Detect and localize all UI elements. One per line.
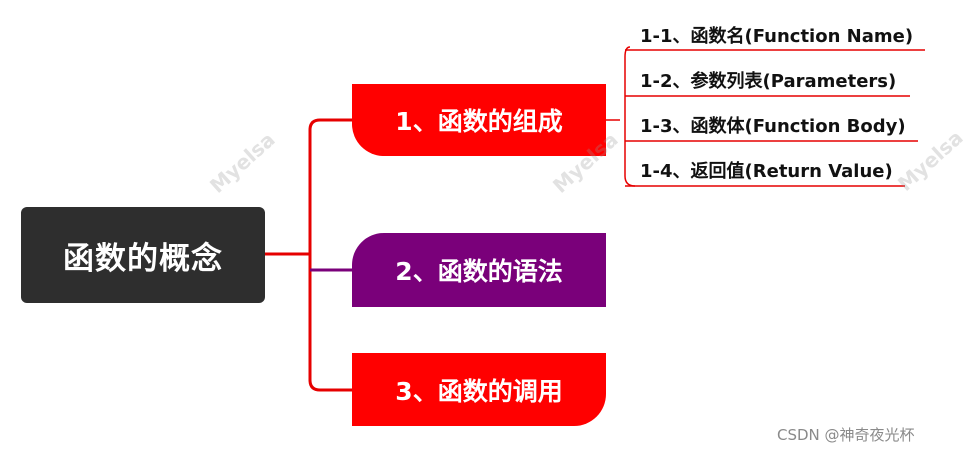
leaf-function-body[interactable]: 1-3、函数体(Function Body) — [640, 110, 906, 140]
leaf-function-name[interactable]: 1-1、函数名(Function Name) — [640, 20, 913, 50]
leaf-return-value[interactable]: 1-4、返回值(Return Value) — [640, 155, 893, 185]
branch-node-call[interactable]: 3、函数的调用 — [352, 353, 606, 426]
leaf-label: 1-4、返回值(Return Value) — [640, 161, 893, 182]
branch-node-composition[interactable]: 1、函数的组成 — [352, 84, 606, 156]
root-node[interactable]: 函数的概念 — [21, 207, 265, 303]
branch-node-syntax[interactable]: 2、函数的语法 — [352, 233, 606, 307]
leaf-parameters[interactable]: 1-2、参数列表(Parameters) — [640, 65, 896, 95]
connector-trunk — [308, 118, 352, 392]
branch-label: 1、函数的组成 — [395, 107, 563, 136]
leaf-label: 1-3、函数体(Function Body) — [640, 116, 906, 137]
leaf-label: 1-2、参数列表(Parameters) — [640, 71, 897, 92]
connector-leaf-trunk — [606, 46, 636, 187]
csdn-credit: CSDN @神奇夜光杯 — [777, 426, 915, 444]
branch-label: 3、函数的调用 — [395, 376, 563, 406]
root-label: 函数的概念 — [63, 240, 223, 277]
leaf-label: 1-1、函数名(Function Name) — [640, 26, 914, 47]
branch-label: 2、函数的语法 — [395, 257, 563, 286]
